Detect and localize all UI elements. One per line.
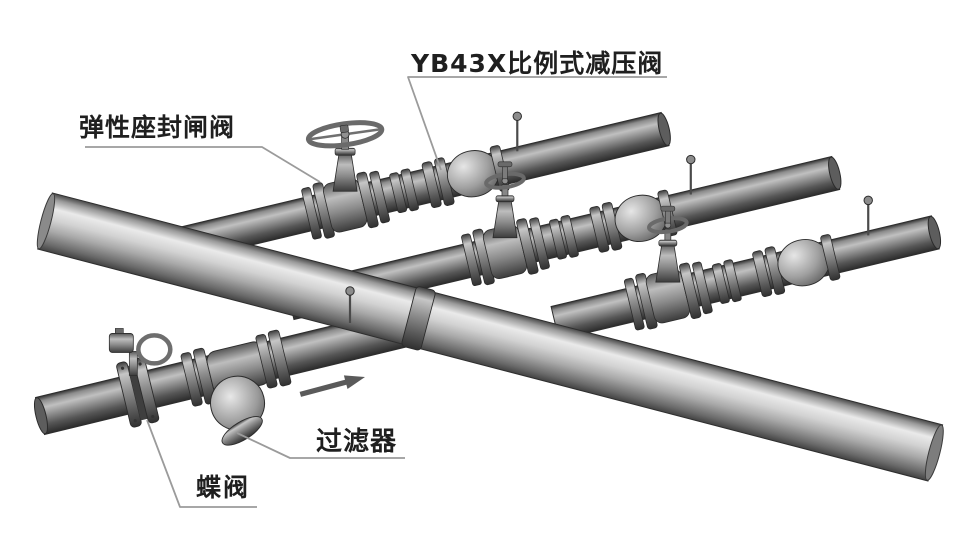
valve-disc-gap	[127, 364, 148, 421]
bonnet	[492, 199, 518, 239]
handwheel-rim	[305, 120, 385, 149]
label-butterfly-valve: 蝶阀	[196, 473, 251, 502]
gate-valve-bonnet	[484, 161, 526, 239]
flow-arrow-icon	[299, 375, 365, 397]
flange	[752, 250, 773, 297]
gate-valve-1	[301, 120, 390, 240]
grooved-coupling	[711, 263, 730, 304]
vent-pin-2	[686, 154, 696, 195]
pipe-end-face	[924, 424, 944, 481]
gate-valve-3	[623, 205, 713, 331]
valve-stem	[501, 184, 509, 197]
valve-flange	[516, 218, 539, 275]
packing-flange	[495, 195, 515, 203]
bolt-dot	[151, 414, 155, 419]
bonnet	[332, 152, 358, 192]
gate-valve-handwheel	[305, 120, 385, 149]
valve-flange	[356, 171, 379, 229]
bolt-dot	[133, 419, 137, 423]
bolt-dot	[138, 362, 142, 366]
pipe-end-face	[36, 193, 56, 250]
butterfly-valve	[108, 328, 173, 428]
vent-pin-junction	[345, 286, 355, 323]
pin-ball	[863, 195, 873, 206]
leader-line-butterfly-valve	[146, 419, 257, 508]
pipe-end-face	[828, 156, 842, 190]
valve-flange	[679, 262, 702, 319]
packing-flange	[658, 239, 678, 247]
branch-line-3	[550, 195, 942, 341]
inlet-line	[33, 303, 430, 446]
stem-top	[660, 205, 676, 212]
leader-line-strainer	[236, 432, 405, 459]
pipe-end-face	[33, 397, 48, 435]
pipe-joint-collar	[401, 286, 436, 351]
grooved-coupling	[549, 218, 567, 260]
pin-ball	[512, 111, 522, 121]
vent-pin-1	[512, 111, 522, 152]
grooved-coupling	[389, 172, 408, 214]
flange	[589, 205, 610, 253]
leader-line-gate-valve	[85, 146, 321, 183]
gearbox-knob	[115, 328, 124, 334]
y-strainer	[180, 329, 292, 446]
valve-flange	[133, 357, 160, 424]
strainer-flange	[255, 334, 278, 389]
gate-valve-bonnet	[305, 120, 385, 192]
valve-flange	[461, 233, 482, 287]
valve-flange	[116, 361, 142, 428]
valve-flange	[529, 217, 550, 270]
rising-stem	[502, 165, 508, 180]
butterfly-valve-actuator	[108, 328, 173, 376]
pin-ball	[345, 286, 355, 296]
leader-line-reducing-valve	[407, 76, 667, 171]
gate-valve-bonnet	[647, 205, 689, 283]
pin-ball	[686, 154, 696, 165]
main-line	[36, 192, 944, 482]
stem-top	[497, 161, 513, 168]
label-strainer: 过滤器	[316, 427, 398, 457]
butterfly-handwheel	[136, 333, 173, 366]
pipe-end-face	[657, 112, 671, 146]
gate-valve-2	[461, 161, 550, 287]
vent-pin-3	[863, 195, 873, 236]
bolt-dot	[120, 366, 125, 370]
grooved-coupling	[560, 215, 579, 258]
label-gate-valve: 弹性座封闸阀	[79, 113, 236, 142]
flange	[421, 161, 442, 208]
valve-flange	[301, 187, 322, 240]
valve-flange	[692, 261, 713, 315]
strainer-flange	[267, 329, 292, 387]
actuator-stem	[128, 351, 138, 376]
gearbox	[108, 333, 134, 353]
pressure-reducing-valve-3	[752, 234, 841, 297]
bonnet	[655, 243, 681, 283]
stem-nut	[339, 124, 349, 133]
flange	[820, 234, 841, 281]
grooved-coupling	[400, 168, 419, 212]
pipe-end-face	[927, 216, 942, 250]
strainer-flange	[180, 352, 203, 407]
label-reducing-valve: YB43X比例式减压阀	[411, 49, 664, 78]
grooved-coupling	[723, 259, 742, 303]
valve-flange	[623, 277, 645, 331]
rising-stem	[665, 209, 671, 224]
valve-flange	[369, 170, 390, 224]
valve-stem	[664, 228, 672, 241]
branch-line-1	[165, 111, 671, 265]
